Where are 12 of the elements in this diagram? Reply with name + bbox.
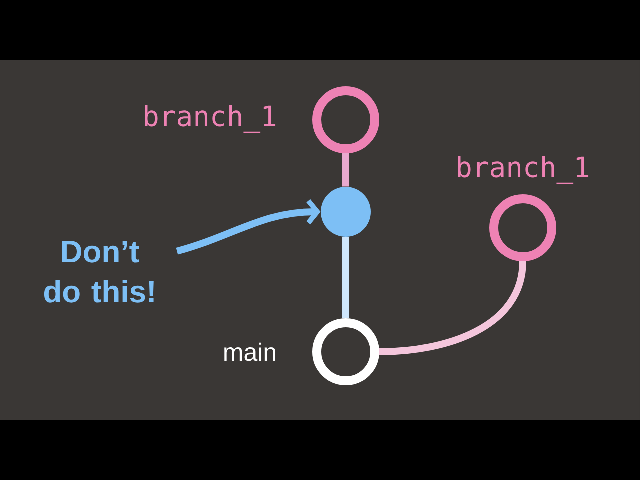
commit-circle bbox=[312, 318, 380, 386]
commit-circle bbox=[490, 194, 556, 262]
commit-dot bbox=[321, 187, 371, 237]
branch-label: branch_1 bbox=[145, 105, 276, 133]
branch-line bbox=[342, 154, 350, 187]
warning-text: Don’t do this! bbox=[44, 241, 154, 303]
branch-line bbox=[342, 237, 350, 318]
commit-circle bbox=[312, 86, 380, 154]
branch-label: main bbox=[224, 342, 276, 362]
branch-label: branch_1 bbox=[458, 156, 589, 184]
branch-line bbox=[379, 261, 526, 356]
arrow bbox=[176, 199, 321, 255]
